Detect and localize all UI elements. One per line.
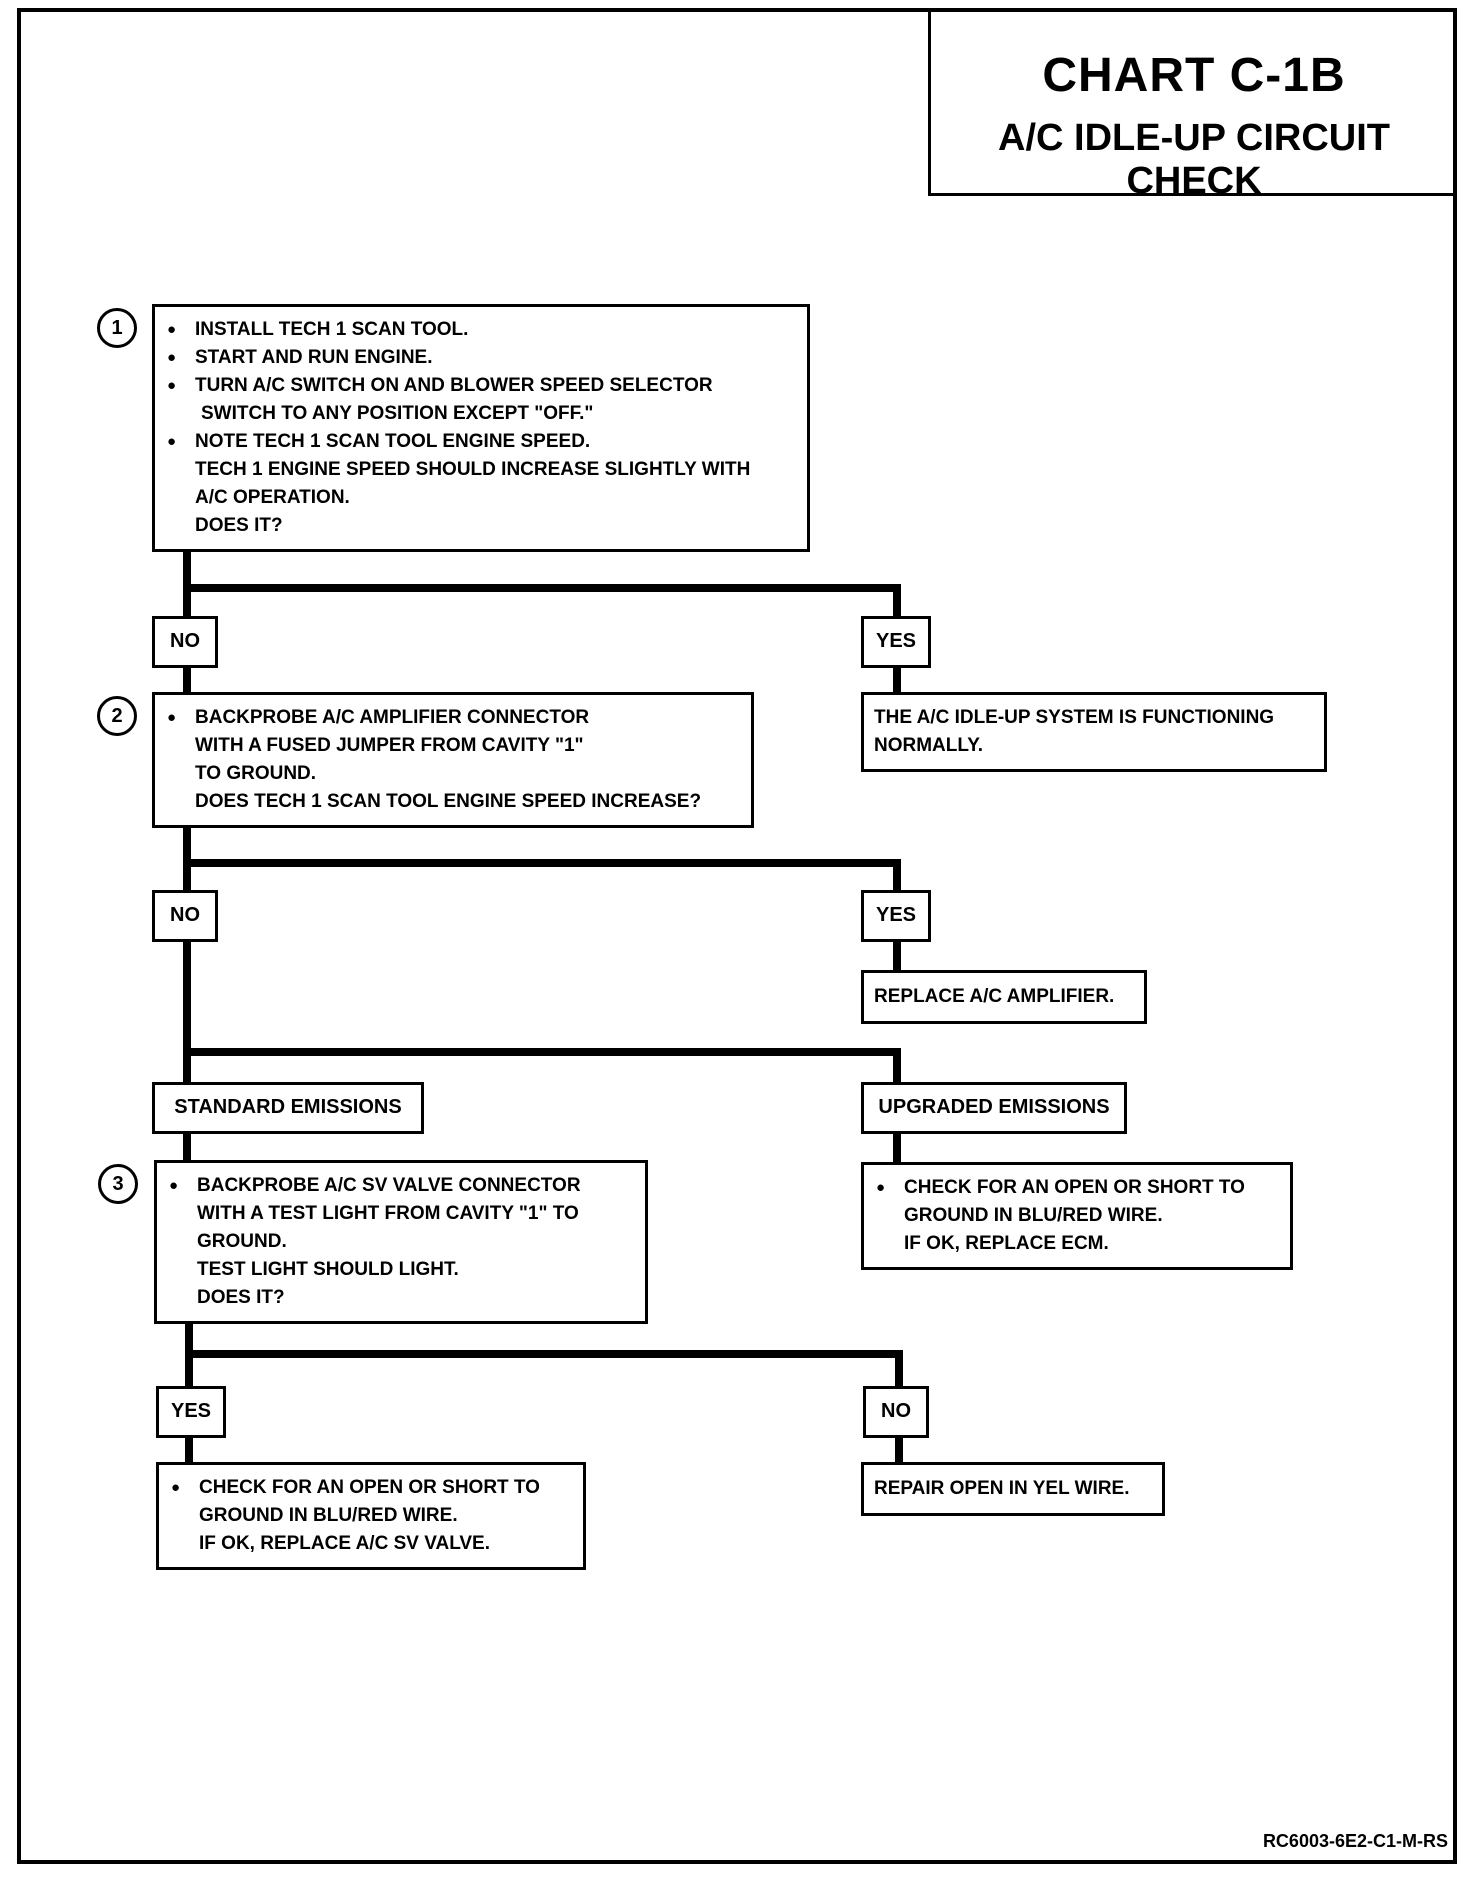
- connector-line: [183, 1130, 191, 1164]
- step-3-line: GROUND.: [197, 1231, 287, 1252]
- title-block: CHART C-1B A/C IDLE-UP CIRCUIT CHECK: [928, 8, 1457, 202]
- step-3-bullet: BACKPROBE A/C SV VALVE CONNECTOR: [157, 1172, 645, 1200]
- step-1-yes-result: THE A/C IDLE-UP SYSTEM IS FUNCTIONING NO…: [861, 692, 1327, 772]
- step-3-marker: 3: [98, 1164, 138, 1204]
- page-frame: [17, 8, 1457, 1864]
- connector-line: [893, 1130, 901, 1164]
- step-2-line: TO GROUND.: [195, 763, 317, 784]
- connector-line: [893, 859, 901, 904]
- step-3-line: WITH A TEST LIGHT FROM CAVITY "1" TO: [197, 1203, 579, 1224]
- step-3-yes-bullet: CHECK FOR AN OPEN OR SHORT TO: [159, 1474, 583, 1502]
- step-3-yes-label: YES: [156, 1386, 226, 1438]
- step-1-question: DOES IT?: [195, 515, 283, 536]
- step-1-box: INSTALL TECH 1 SCAN TOOL. START AND RUN …: [152, 304, 810, 552]
- step-3-no-result: REPAIR OPEN IN YEL WIRE.: [861, 1462, 1165, 1516]
- connector-line: [183, 940, 191, 1084]
- step-1-bullet: START AND RUN ENGINE.: [155, 344, 807, 372]
- connector-line: [895, 1434, 903, 1466]
- result-line: GROUND IN BLU/RED WIRE.: [904, 1205, 1163, 1226]
- connector-line: [185, 1434, 193, 1466]
- step-2-question: DOES TECH 1 SCAN TOOL ENGINE SPEED INCRE…: [195, 791, 702, 812]
- connector-line: [183, 1048, 901, 1056]
- connector-line: [183, 859, 901, 867]
- step-1-bullet-continuation: SWITCH TO ANY POSITION EXCEPT "OFF.": [201, 403, 594, 424]
- connector-line: [893, 584, 901, 630]
- step-2-yes-label: YES: [861, 890, 931, 942]
- result-line: THE A/C IDLE-UP SYSTEM IS FUNCTIONING: [874, 707, 1275, 728]
- upgraded-result-bullet: CHECK FOR AN OPEN OR SHORT TO: [864, 1174, 1290, 1202]
- connector-line: [893, 940, 901, 972]
- chart-title: CHART C-1B: [1042, 49, 1346, 102]
- step-1-bullet: INSTALL TECH 1 SCAN TOOL.: [155, 316, 807, 344]
- step-1-bullet: TURN A/C SWITCH ON AND BLOWER SPEED SELE…: [155, 372, 807, 400]
- connector-line: [893, 664, 901, 694]
- standard-emissions-label: STANDARD EMISSIONS: [152, 1082, 424, 1134]
- result-line: GROUND IN BLU/RED WIRE.: [199, 1505, 458, 1526]
- step-2-line: WITH A FUSED JUMPER FROM CAVITY "1": [195, 735, 584, 756]
- result-line: REPLACE A/C AMPLIFIER.: [874, 986, 1115, 1007]
- result-line: IF OK, REPLACE ECM.: [904, 1233, 1109, 1254]
- step-1-yes-label: YES: [861, 616, 931, 668]
- connector-line: [183, 584, 901, 592]
- step-2-yes-result: REPLACE A/C AMPLIFIER.: [861, 970, 1147, 1024]
- step-3-yes-result: CHECK FOR AN OPEN OR SHORT TO GROUND IN …: [156, 1462, 586, 1570]
- step-1-note: A/C OPERATION.: [195, 487, 350, 508]
- step-3-line: TEST LIGHT SHOULD LIGHT.: [197, 1259, 459, 1280]
- document-code: RC6003-6E2-C1-M-RS: [1262, 1831, 1448, 1851]
- chart-subtitle: A/C IDLE-UP CIRCUIT CHECK: [998, 117, 1390, 202]
- upgraded-emissions-label: UPGRADED EMISSIONS: [861, 1082, 1127, 1134]
- result-line: REPAIR OPEN IN YEL WIRE.: [874, 1478, 1130, 1499]
- step-1-note: TECH 1 ENGINE SPEED SHOULD INCREASE SLIG…: [195, 459, 751, 480]
- step-1-no-label: NO: [152, 616, 218, 668]
- step-2-no-label: NO: [152, 890, 218, 942]
- result-line: NORMALLY.: [874, 735, 984, 756]
- result-line: IF OK, REPLACE A/C SV VALVE.: [199, 1533, 491, 1554]
- connector-line: [185, 1350, 903, 1358]
- upgraded-emissions-result: CHECK FOR AN OPEN OR SHORT TO GROUND IN …: [861, 1162, 1293, 1270]
- step-2-marker: 2: [97, 696, 137, 736]
- step-2-bullet: BACKPROBE A/C AMPLIFIER CONNECTOR: [155, 704, 751, 732]
- step-3-question: DOES IT?: [197, 1287, 285, 1308]
- step-2-box: BACKPROBE A/C AMPLIFIER CONNECTOR WITH A…: [152, 692, 754, 828]
- connector-line: [893, 1048, 901, 1084]
- step-1-bullet: NOTE TECH 1 SCAN TOOL ENGINE SPEED.: [155, 428, 807, 456]
- connector-line: [895, 1350, 903, 1390]
- step-3-box: BACKPROBE A/C SV VALVE CONNECTOR WITH A …: [154, 1160, 648, 1324]
- step-3-no-label: NO: [863, 1386, 929, 1438]
- connector-line: [183, 664, 191, 694]
- step-1-marker: 1: [97, 308, 137, 348]
